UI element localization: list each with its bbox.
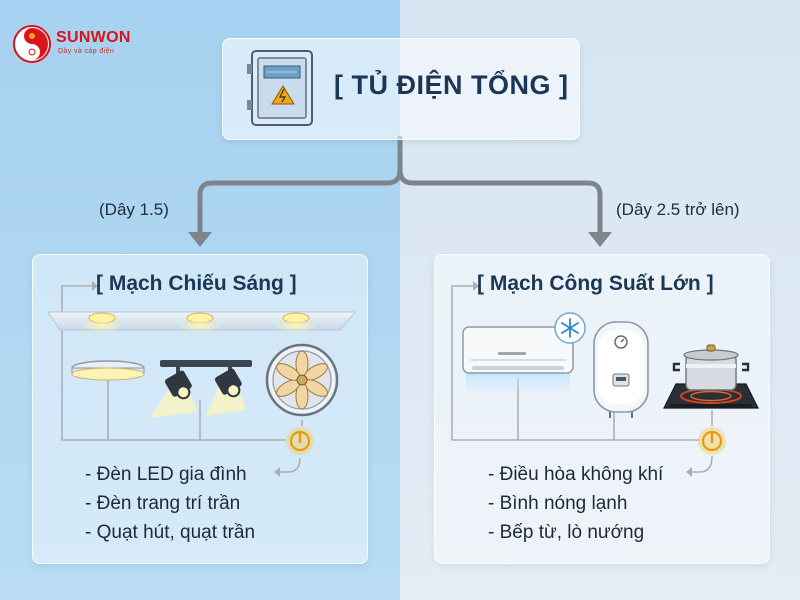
list-item: - Đèn trang trí trần [85, 493, 241, 514]
power-circuit-title: [ Mạch Công Suất Lớn ] [477, 272, 714, 295]
list-item: - Đèn LED gia đình [85, 464, 247, 485]
list-item: - Bếp từ, lò nướng [488, 522, 645, 543]
brand-name: SUNWON [56, 29, 131, 46]
power-device-list: - Điều hòa không khí - Bình nóng lạnh - … [488, 460, 663, 547]
brand-tagline: Dây và cáp điện [58, 48, 115, 55]
list-item: - Điều hòa không khí [488, 464, 664, 485]
wire-label-power: (Dây 2.5 trở lên) [616, 200, 740, 219]
brand-logo: SUNWON Dây và cáp điện [12, 24, 142, 64]
wire-label-lighting: (Dây 1.5) [99, 200, 169, 219]
main-panel-title: [ TỦ ĐIỆN TỔNG ] [334, 70, 569, 100]
sunwon-logo-icon [13, 25, 51, 63]
list-item: - Quạt hút, quạt trần [85, 522, 256, 543]
lighting-device-list: - Đèn LED gia đình - Đèn trang trí trần … [85, 460, 255, 547]
list-item: - Bình nóng lạnh [488, 493, 628, 514]
lighting-circuit-title: [ Mạch Chiếu Sáng ] [96, 272, 297, 295]
